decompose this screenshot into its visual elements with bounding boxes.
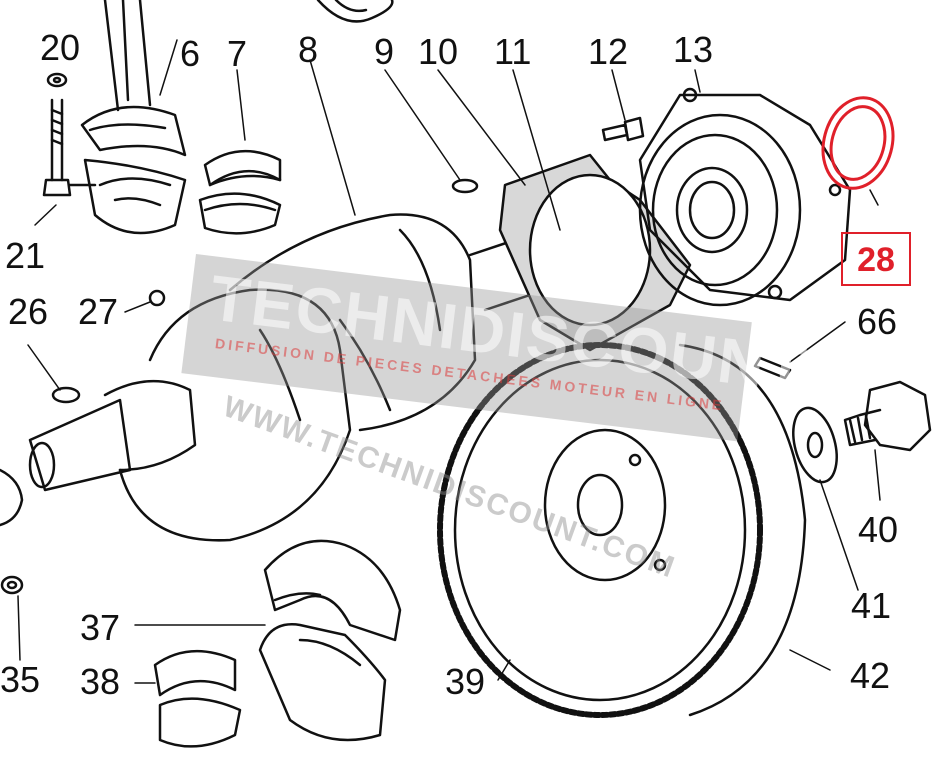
thrust-halves-37	[258, 539, 402, 742]
flywheel	[437, 342, 807, 718]
callout-11: 11	[494, 31, 532, 72]
callout-38: 38	[80, 661, 121, 702]
callout-10: 10	[418, 31, 459, 72]
callout-35: 35	[0, 659, 41, 700]
top-partial-part	[316, 0, 394, 23]
leader-lines	[17, 39, 881, 684]
callout-39: 39	[445, 661, 486, 702]
pin-66	[753, 356, 792, 380]
callout-28-label: 28	[857, 241, 895, 279]
callout-40: 40	[858, 509, 899, 550]
key-9	[451, 178, 479, 194]
gasket-10	[498, 153, 692, 352]
bolt-40	[843, 380, 932, 452]
callout-21: 21	[5, 235, 46, 276]
callout-12: 12	[588, 31, 629, 72]
callout-6: 6	[180, 33, 201, 74]
bearing-shells-7	[198, 149, 282, 235]
callout-37: 37	[80, 607, 121, 648]
callout-42: 42	[850, 655, 891, 696]
callout-7: 7	[227, 33, 248, 74]
callout-9: 9	[374, 31, 395, 72]
callout-13: 13	[673, 29, 714, 70]
connecting-rod	[68, 0, 187, 235]
callout-20: 20	[40, 27, 81, 68]
bolt-20-21	[42, 72, 72, 197]
nut-35	[0, 468, 24, 595]
bearing-shells-38	[153, 649, 242, 748]
callout-27: 27	[78, 291, 119, 332]
key-26	[51, 386, 81, 404]
callout-8: 8	[298, 29, 319, 70]
washer-41	[792, 406, 838, 484]
plug-27	[148, 289, 166, 307]
callout-26: 26	[8, 291, 49, 332]
bearing-housing-13	[638, 87, 852, 307]
oil-seal-28	[821, 96, 895, 190]
callout-66: 66	[857, 301, 898, 342]
bolt-12	[601, 116, 645, 142]
callout-41: 41	[851, 585, 892, 626]
highlighted-callout-28: 28	[841, 232, 911, 286]
